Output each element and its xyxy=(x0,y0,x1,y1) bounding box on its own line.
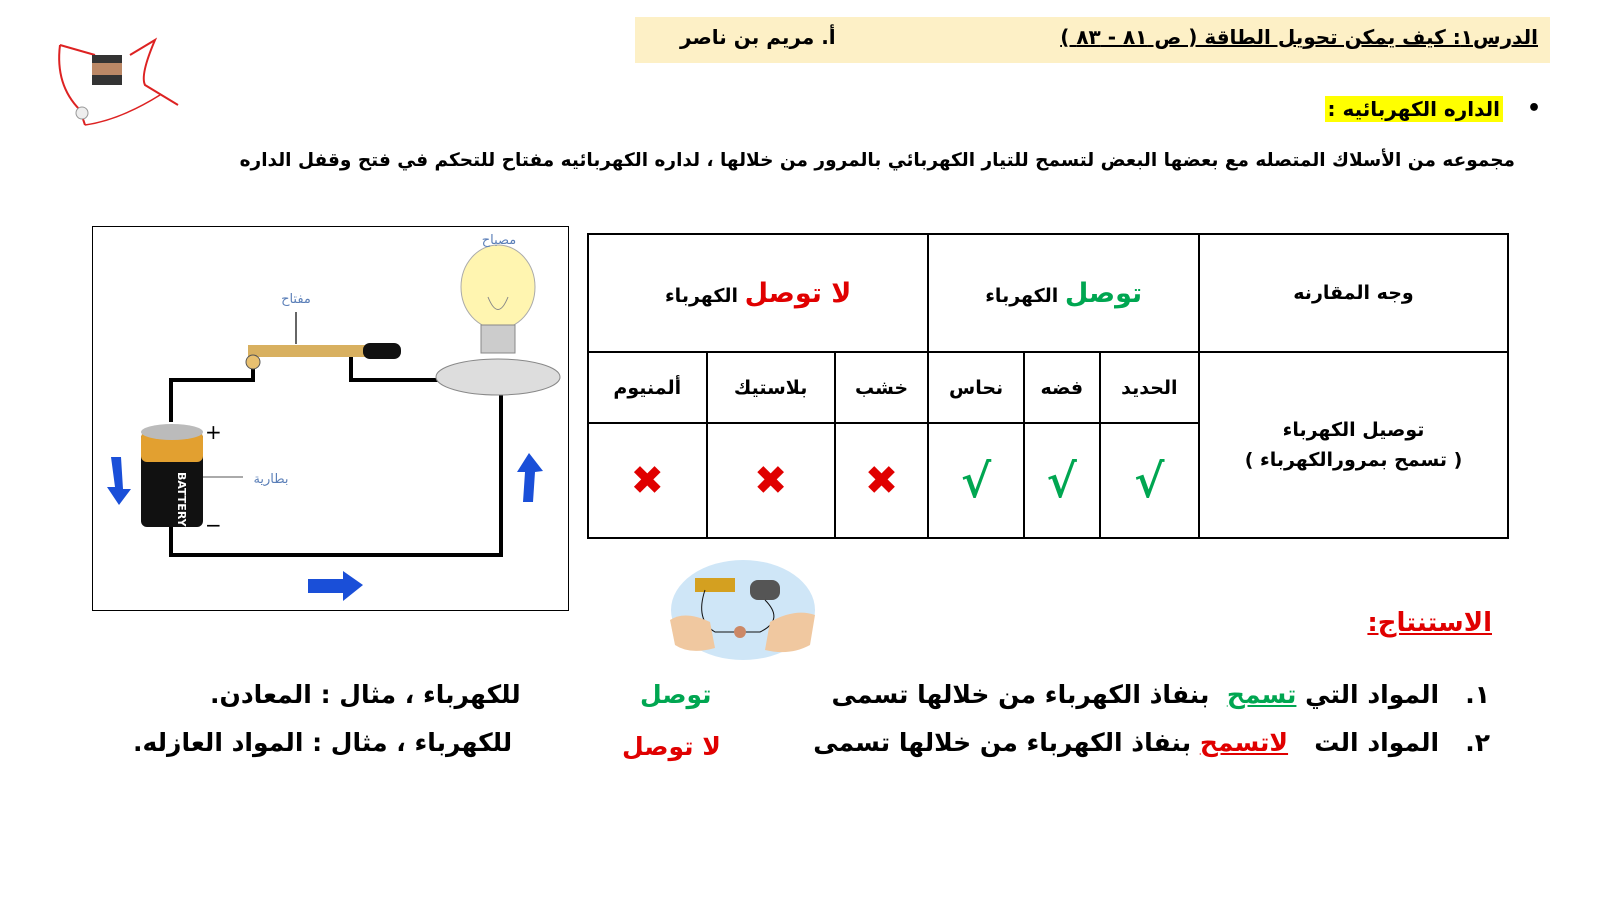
conclusion-line-2: ٢. المواد الت لاتسمح بنفاذ الكهرباء من خ… xyxy=(813,728,1490,757)
answer-conductor: توصل xyxy=(640,680,712,709)
lamp-label: مصباح xyxy=(482,233,517,248)
lesson-title: الدرس١: كيف يمكن تحويل الطاقة ( ص ٨١ - ٨… xyxy=(1060,25,1538,49)
plus-sign: + xyxy=(205,420,222,444)
minus-sign: − xyxy=(205,513,222,537)
check-mark: √ xyxy=(927,422,1025,539)
switch-label: مفتاح xyxy=(281,292,311,307)
check-mark: √ xyxy=(1022,422,1101,539)
wire xyxy=(349,352,438,382)
lamp-icon xyxy=(460,244,536,330)
check-mark: √ xyxy=(1098,422,1201,539)
svg-text:BATTERY: BATTERY xyxy=(175,472,188,528)
corner-header: وجه المقارنه xyxy=(1198,233,1509,353)
comparison-table: وجه المقارنه توصل الكهرباء لا توصل الكهر… xyxy=(586,233,1509,539)
answer-insulator: لا توصل xyxy=(622,732,721,761)
hands-circuit-image xyxy=(670,560,815,660)
wire xyxy=(169,367,255,422)
material-cell: فضه xyxy=(1022,351,1101,424)
cross-mark: ✖ xyxy=(587,422,708,539)
cross-mark: ✖ xyxy=(705,422,836,539)
bullet: • xyxy=(1527,96,1542,121)
material-cell: نحاس xyxy=(927,351,1025,424)
arrow-down-icon xyxy=(107,457,131,505)
arrow-right-icon xyxy=(308,571,363,601)
row-label: توصيل الكهرباء( تسمح بمرورالكهرباء ) xyxy=(1198,351,1509,539)
definition-text: مجموعه من الأسلاك المتصله مع بعضها البعض… xyxy=(239,150,1515,171)
header-bar: الدرس١: كيف يمكن تحويل الطاقة ( ص ٨١ - ٨… xyxy=(635,17,1550,63)
wire xyxy=(169,395,503,557)
cross-mark: ✖ xyxy=(833,422,930,539)
section-heading: الداره الكهربائيه : xyxy=(1324,96,1503,122)
arrow-up-icon xyxy=(517,453,543,502)
conclusion-line-1-end: للكهرباء ، مثال : المعادن. xyxy=(210,680,521,709)
material-cell: بلاستيك xyxy=(705,351,836,424)
circuit-diagram: مفتاح مصباح BATTERY + − بطارية xyxy=(92,226,569,611)
material-cell: الحديد xyxy=(1098,351,1201,424)
author-name: أ. مريم بن ناصر xyxy=(680,25,836,49)
conclusion-line-1: ١. المواد التي تسمح بنفاذ الكهرباء من خل… xyxy=(831,680,1490,709)
switch-handle xyxy=(363,343,401,359)
switch-lever xyxy=(248,345,368,357)
material-cell: خشب xyxy=(833,351,930,424)
conductors-header: توصل الكهرباء xyxy=(927,233,1200,353)
circuit-clip-image xyxy=(58,37,179,126)
battery-label: بطارية xyxy=(253,472,288,487)
insulators-header: لا توصل الكهرباء xyxy=(586,233,930,353)
material-cell: ألمنيوم xyxy=(587,351,708,424)
conclusion-heading: الاستنتاج: xyxy=(1367,608,1492,638)
conclusion-line-2-end: للكهرباء ، مثال : المواد العازله. xyxy=(133,728,513,757)
